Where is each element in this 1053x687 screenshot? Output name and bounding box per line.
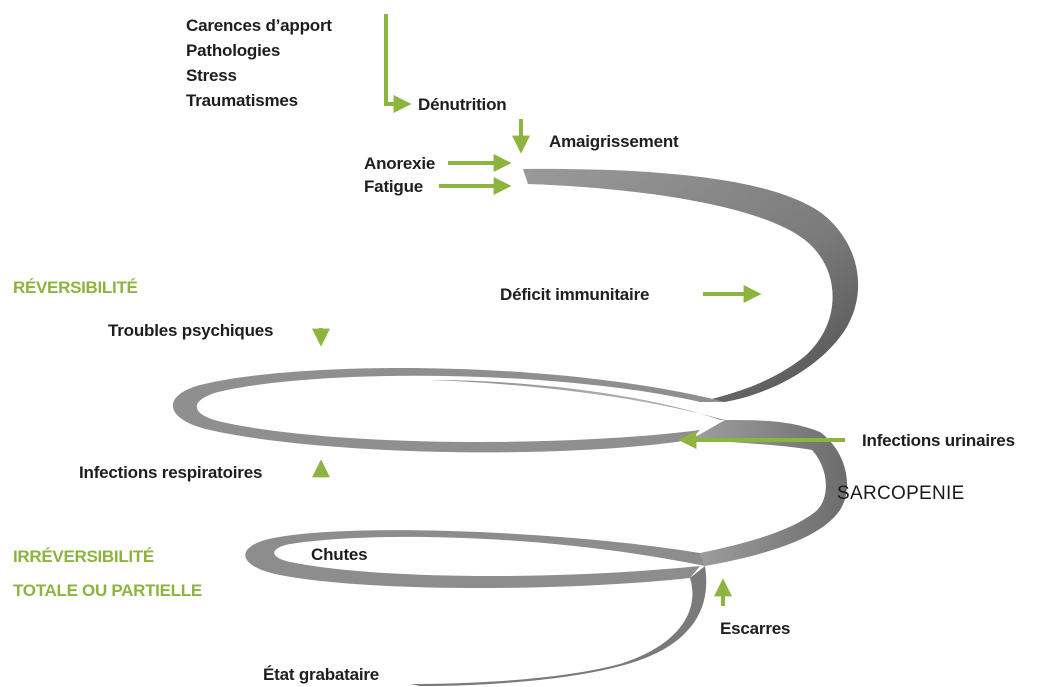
causes-to-denutrition-arrow: [384, 14, 412, 113]
cause-item: Traumatismes: [186, 91, 298, 110]
spiral-ribbon: [172, 168, 859, 686]
label-denutrition: Dénutrition: [418, 95, 507, 114]
label-fatigue: Fatigue: [364, 177, 424, 196]
label-infections-respiratoires: Infections respiratoires: [79, 463, 263, 482]
label-sarcopenie: SARCOPENIE: [837, 483, 965, 504]
zone-reversibilite: RÉVERSIBILITÉ: [13, 278, 138, 297]
label-deficit-immunitaire: Déficit immunitaire: [500, 285, 650, 304]
label-chutes: Chutes: [311, 545, 368, 564]
spiral-segment-lower: [245, 530, 705, 589]
cause-item: Pathologies: [186, 41, 281, 60]
zone-irreversibilite-line1: IRRÉVERSIBILITÉ: [13, 547, 154, 566]
label-infections-urinaires: Infections urinaires: [862, 431, 1015, 450]
spiral-segment-middle-front: [430, 380, 848, 566]
label-anorexie: Anorexie: [364, 154, 436, 173]
causes-list: Carences d’apport Pathologies Stress Tra…: [186, 13, 332, 113]
label-amaigrissement: Amaigrissement: [549, 132, 679, 151]
label-escarres: Escarres: [720, 619, 791, 638]
cause-item: Carences d’apport: [186, 16, 332, 35]
label-etat-grabataire: État grabataire: [263, 665, 380, 684]
cause-item: Stress: [186, 66, 237, 85]
zone-irreversibilite-line2: TOTALE OU PARTIELLE: [13, 581, 202, 600]
arrows: [312, 14, 845, 606]
label-troubles-psychiques: Troubles psychiques: [108, 321, 274, 340]
